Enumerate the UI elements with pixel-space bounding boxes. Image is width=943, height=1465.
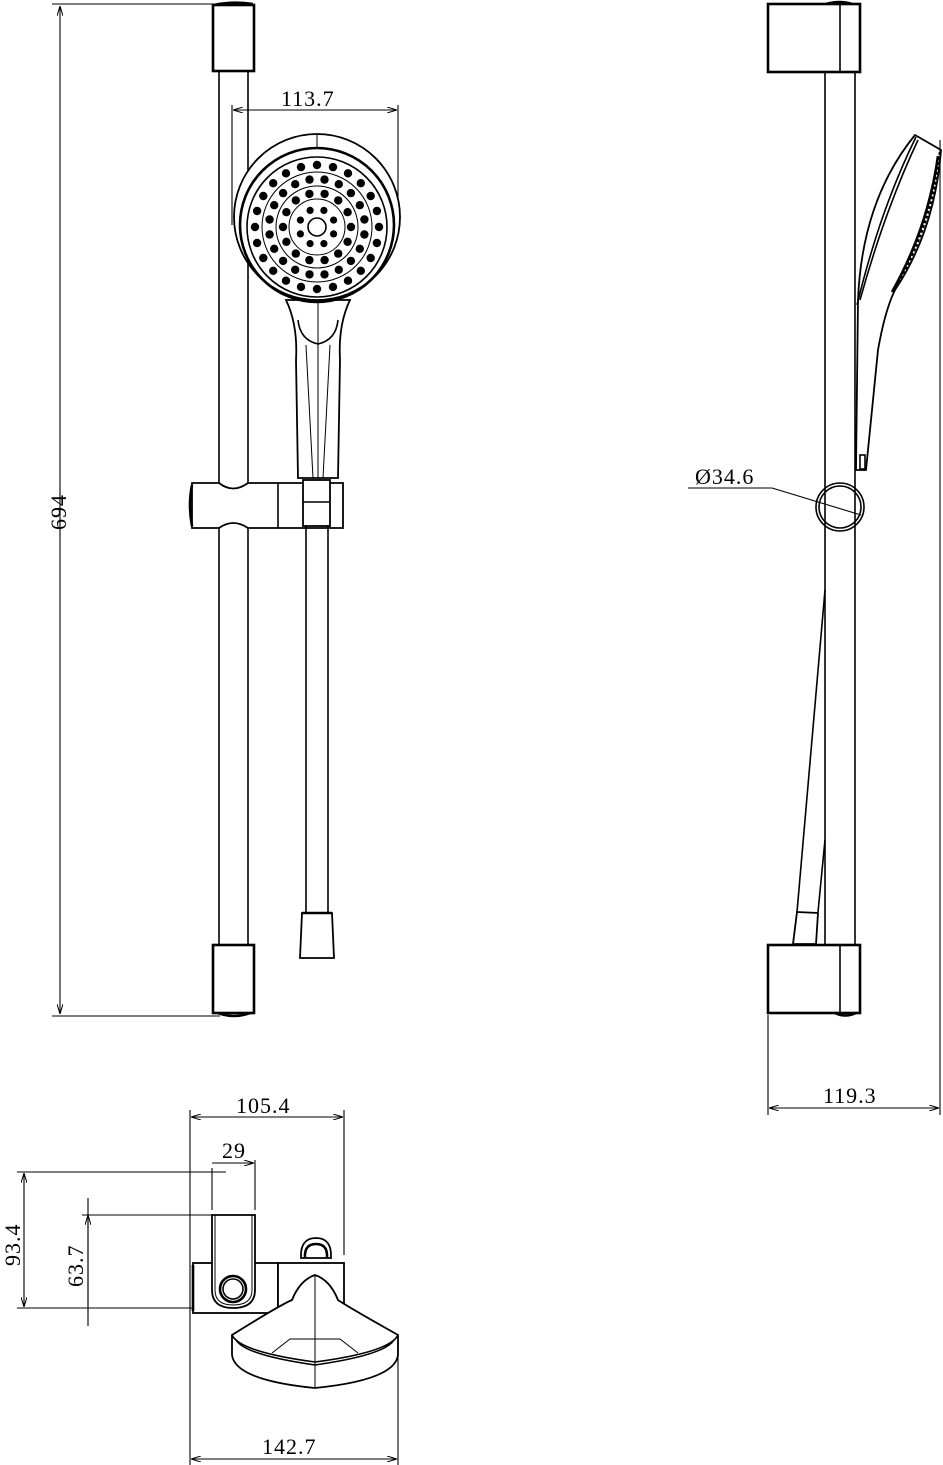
front-view: 694 113.7 — [46, 1, 401, 1018]
hand-shower-profile — [855, 133, 942, 471]
dimension-head-width: 113.7 — [231, 86, 399, 225]
dimension-rail-diameter: Ø34.6 — [688, 464, 862, 516]
dim-label-93-4: 93.4 — [0, 1224, 25, 1267]
side-hose — [791, 589, 826, 945]
dim-label-34-6: Ø34.6 — [695, 464, 754, 489]
side-slide-rail — [824, 72, 856, 944]
dim-label-113-7: 113.7 — [281, 86, 335, 111]
side-view: Ø34.6 119.3 — [688, 0, 942, 1115]
dim-label-694: 694 — [46, 494, 71, 530]
top-bracket — [211, 1, 256, 73]
dim-label-119-3: 119.3 — [823, 1083, 877, 1108]
bottom-bracket — [211, 943, 256, 1018]
rail-section-circle — [815, 482, 865, 532]
hand-shower — [233, 133, 401, 479]
dimension-projection-rail: 63.7 — [63, 1198, 212, 1326]
dim-label-29: 29 — [222, 1138, 246, 1163]
top-view: 105.4 29 93.4 63.7 — [0, 1093, 399, 1465]
hose — [299, 526, 335, 959]
slider-holder — [188, 479, 344, 529]
dim-label-142-7: 142.7 — [262, 1434, 317, 1459]
dimension-total-width: 142.7 — [191, 1340, 399, 1465]
nozzle-dots — [250, 160, 384, 294]
dimension-projection-total: 93.4 — [0, 1171, 226, 1309]
side-bottom-bracket — [766, 943, 862, 1017]
dimension-holder-width: 105.4 — [189, 1093, 345, 1465]
dimension-rail-section: 29 — [211, 1138, 256, 1210]
dimension-side-depth: 119.3 — [767, 140, 941, 1115]
dim-label-105-4: 105.4 — [236, 1093, 291, 1118]
dimension-rail-height: 694 — [46, 3, 220, 1017]
dim-label-63-7: 63.7 — [63, 1245, 88, 1288]
top-hand-shower-head — [231, 1274, 399, 1389]
side-top-bracket — [766, 0, 862, 74]
